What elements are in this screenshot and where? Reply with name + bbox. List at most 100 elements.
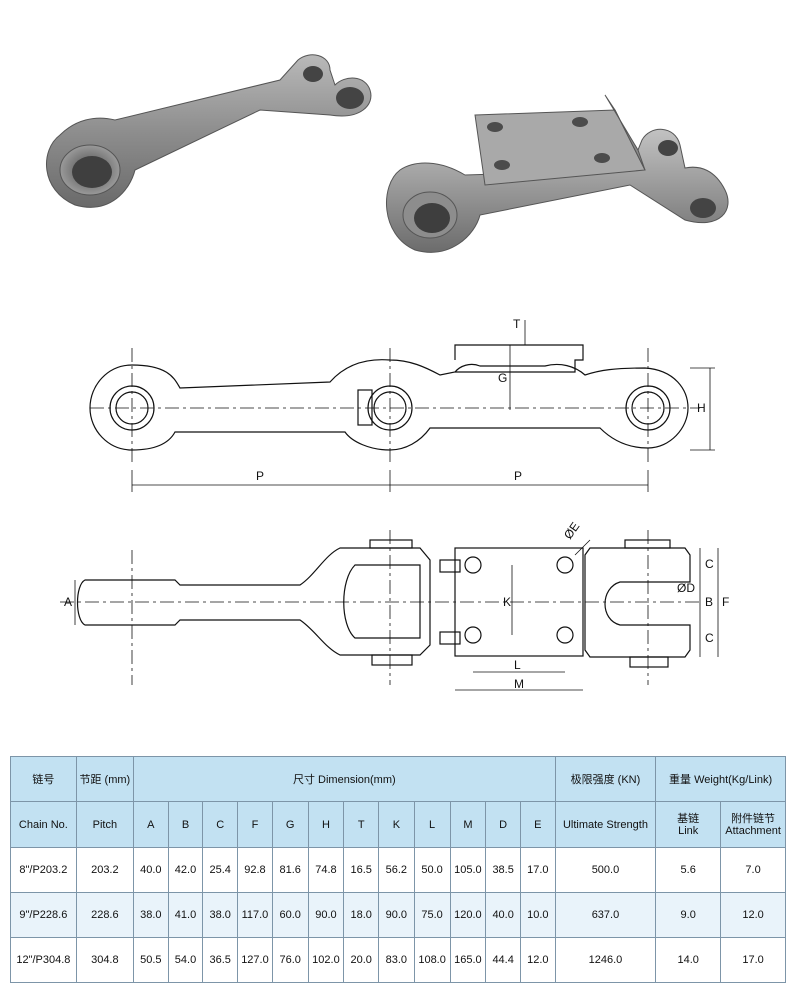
cell-strength: 637.0 [554,892,657,938]
dim-P-left: P [256,469,264,483]
header-chain: Chain No. [10,801,77,848]
dim-T: T [513,317,521,331]
cell-link: 5.6 [655,847,722,893]
cell-F: 117.0 [237,892,273,938]
header-col-F: F [237,801,273,848]
cell-G: 76.0 [271,937,309,983]
dim-A: A [64,595,72,609]
cell-D: 38.5 [485,847,521,893]
header-pitch-cn: 节距 (mm) [75,756,134,802]
cell-G: 60.0 [271,892,309,938]
header-col-E: E [520,801,556,848]
dim-B: B [705,595,713,609]
cell-attachment: 7.0 [720,847,786,893]
header-attachment: 附件链节 Attachment [720,801,786,848]
dim-C-bottom: C [705,631,714,645]
dim-G: G [498,371,507,385]
header-col-K: K [378,801,415,848]
header-col-C: C [202,801,239,848]
header-link: 基链 Link [655,801,722,848]
dim-C-top: C [705,557,714,571]
header-col-D: D [485,801,521,848]
header-row-1: 链号 节距 (mm) 尺寸 Dimension(mm) 极限强度 (KN) 重量… [10,756,786,802]
cell-B: 54.0 [167,937,204,983]
dim-L: L [514,658,521,672]
cell-link: 14.0 [655,937,722,983]
dim-K: K [503,595,511,609]
cell-D: 44.4 [485,937,521,983]
cell-G: 81.6 [271,847,309,893]
cell-strength: 1246.0 [554,937,657,983]
cell-B: 41.0 [167,892,204,938]
header-row-2: Chain No. Pitch A B C F G H T K L M D E … [10,801,786,848]
cell-E: 10.0 [520,892,556,938]
table-row: 12"/P304.8 304.8 50.5 54.0 36.5 127.0 76… [10,937,786,983]
cell-A: 38.0 [132,892,169,938]
table-row: 8"/P203.2 203.2 40.0 42.0 25.4 92.8 81.6… [10,847,786,893]
cell-link: 9.0 [655,892,722,938]
header-link-cn: 基链 [677,812,700,825]
dim-E: ØE [561,520,582,542]
cell-H: 74.8 [307,847,345,893]
cell-M: 105.0 [449,847,487,893]
cell-L: 50.0 [413,847,451,893]
header-col-L: L [413,801,451,848]
header-pitch: Pitch [75,801,134,848]
cell-T: 20.0 [343,937,380,983]
table-row: 9"/P228.6 228.6 38.0 41.0 38.0 117.0 60.… [10,892,786,938]
dim-F: F [722,595,729,609]
header-col-A: A [132,801,169,848]
dim-D: ØD [677,581,695,595]
attachment-link-photo [386,94,729,253]
cell-H: 90.0 [307,892,345,938]
cell-pitch: 304.8 [75,937,134,983]
cell-pitch: 203.2 [75,847,134,893]
cell-M: 165.0 [449,937,487,983]
header-strength-cn: 极限强度 (KN) [554,756,657,802]
cell-A: 50.5 [132,937,169,983]
cell-chain: 12"/P304.8 [10,937,77,983]
cell-E: 17.0 [520,847,556,893]
dim-P-right: P [514,469,522,483]
cell-K: 83.0 [378,937,415,983]
cell-L: 75.0 [413,892,451,938]
header-col-M: M [449,801,487,848]
cell-L: 108.0 [413,937,451,983]
cell-attachment: 12.0 [720,892,786,938]
top-view-drawing: A ØE K ØD C B C F L M [60,520,729,691]
cell-F: 92.8 [237,847,273,893]
dim-M: M [514,677,524,691]
plain-link-photo [46,54,372,208]
header-strength: Ultimate Strength [554,801,657,848]
cell-T: 16.5 [343,847,380,893]
cell-chain: 8"/P203.2 [10,847,77,893]
header-col-H: H [307,801,345,848]
cell-C: 36.5 [202,937,239,983]
cell-K: 90.0 [378,892,415,938]
header-chain-cn: 链号 [10,756,77,802]
header-col-B: B [167,801,204,848]
cell-C: 25.4 [202,847,239,893]
cell-chain: 9"/P228.6 [10,892,77,938]
spec-table: 链号 节距 (mm) 尺寸 Dimension(mm) 极限强度 (KN) 重量… [10,756,786,983]
cell-H: 102.0 [307,937,345,983]
header-attachment-en: Attachment [725,824,781,837]
header-link-en: Link [678,824,699,837]
header-col-T: T [343,801,380,848]
cell-pitch: 228.6 [75,892,134,938]
cell-T: 18.0 [343,892,380,938]
cell-E: 12.0 [520,937,556,983]
side-view-drawing: T G H P P [89,317,715,492]
cell-D: 40.0 [485,892,521,938]
cell-B: 42.0 [167,847,204,893]
header-col-G: G [271,801,309,848]
dim-H: H [697,401,706,415]
header-attachment-cn: 附件链节 [731,812,776,825]
cell-strength: 500.0 [554,847,657,893]
cell-C: 38.0 [202,892,239,938]
cell-A: 40.0 [132,847,169,893]
cell-M: 120.0 [449,892,487,938]
cell-attachment: 17.0 [720,937,786,983]
header-weight: 重量 Weight(Kg/Link) [655,756,786,802]
cell-F: 127.0 [237,937,273,983]
